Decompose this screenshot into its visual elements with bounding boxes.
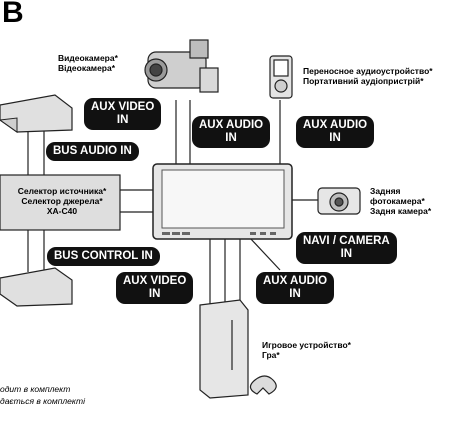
footnote-1: одит в комплект xyxy=(0,384,71,394)
bus-control-in: BUS CONTROL IN xyxy=(47,247,160,266)
portable-audio-label: Переносное аудиоустройство* Портативний … xyxy=(303,66,433,86)
aux-audio-in-bottom: AUX AUDIO IN xyxy=(256,272,335,304)
aux-audio-in-top-left: AUX AUDIO IN xyxy=(192,116,271,148)
game-device-label: Игровое устройство* Гра* xyxy=(262,340,351,360)
aux-audio-in-top-right: AUX AUDIO IN xyxy=(296,116,375,148)
rear-camera-label: Задняя фотокамера* Задня камера* xyxy=(370,186,432,216)
footnote-2: дається в комплекті xyxy=(0,396,85,406)
aux-video-in-top: AUX VIDEO IN xyxy=(84,98,162,130)
section-letter: B xyxy=(2,0,24,29)
camcorder-label: Видеокамера* Відеокамера* xyxy=(58,53,118,73)
navi-camera-in: NAVI / CAMERA IN xyxy=(296,232,397,264)
aux-video-in-bottom: AUX VIDEO IN xyxy=(116,272,194,304)
source-selector-label: Селектор источника* Селектор джерела* XA… xyxy=(17,186,107,216)
bus-audio-in: BUS AUDIO IN xyxy=(46,142,139,161)
head-unit xyxy=(152,163,293,240)
